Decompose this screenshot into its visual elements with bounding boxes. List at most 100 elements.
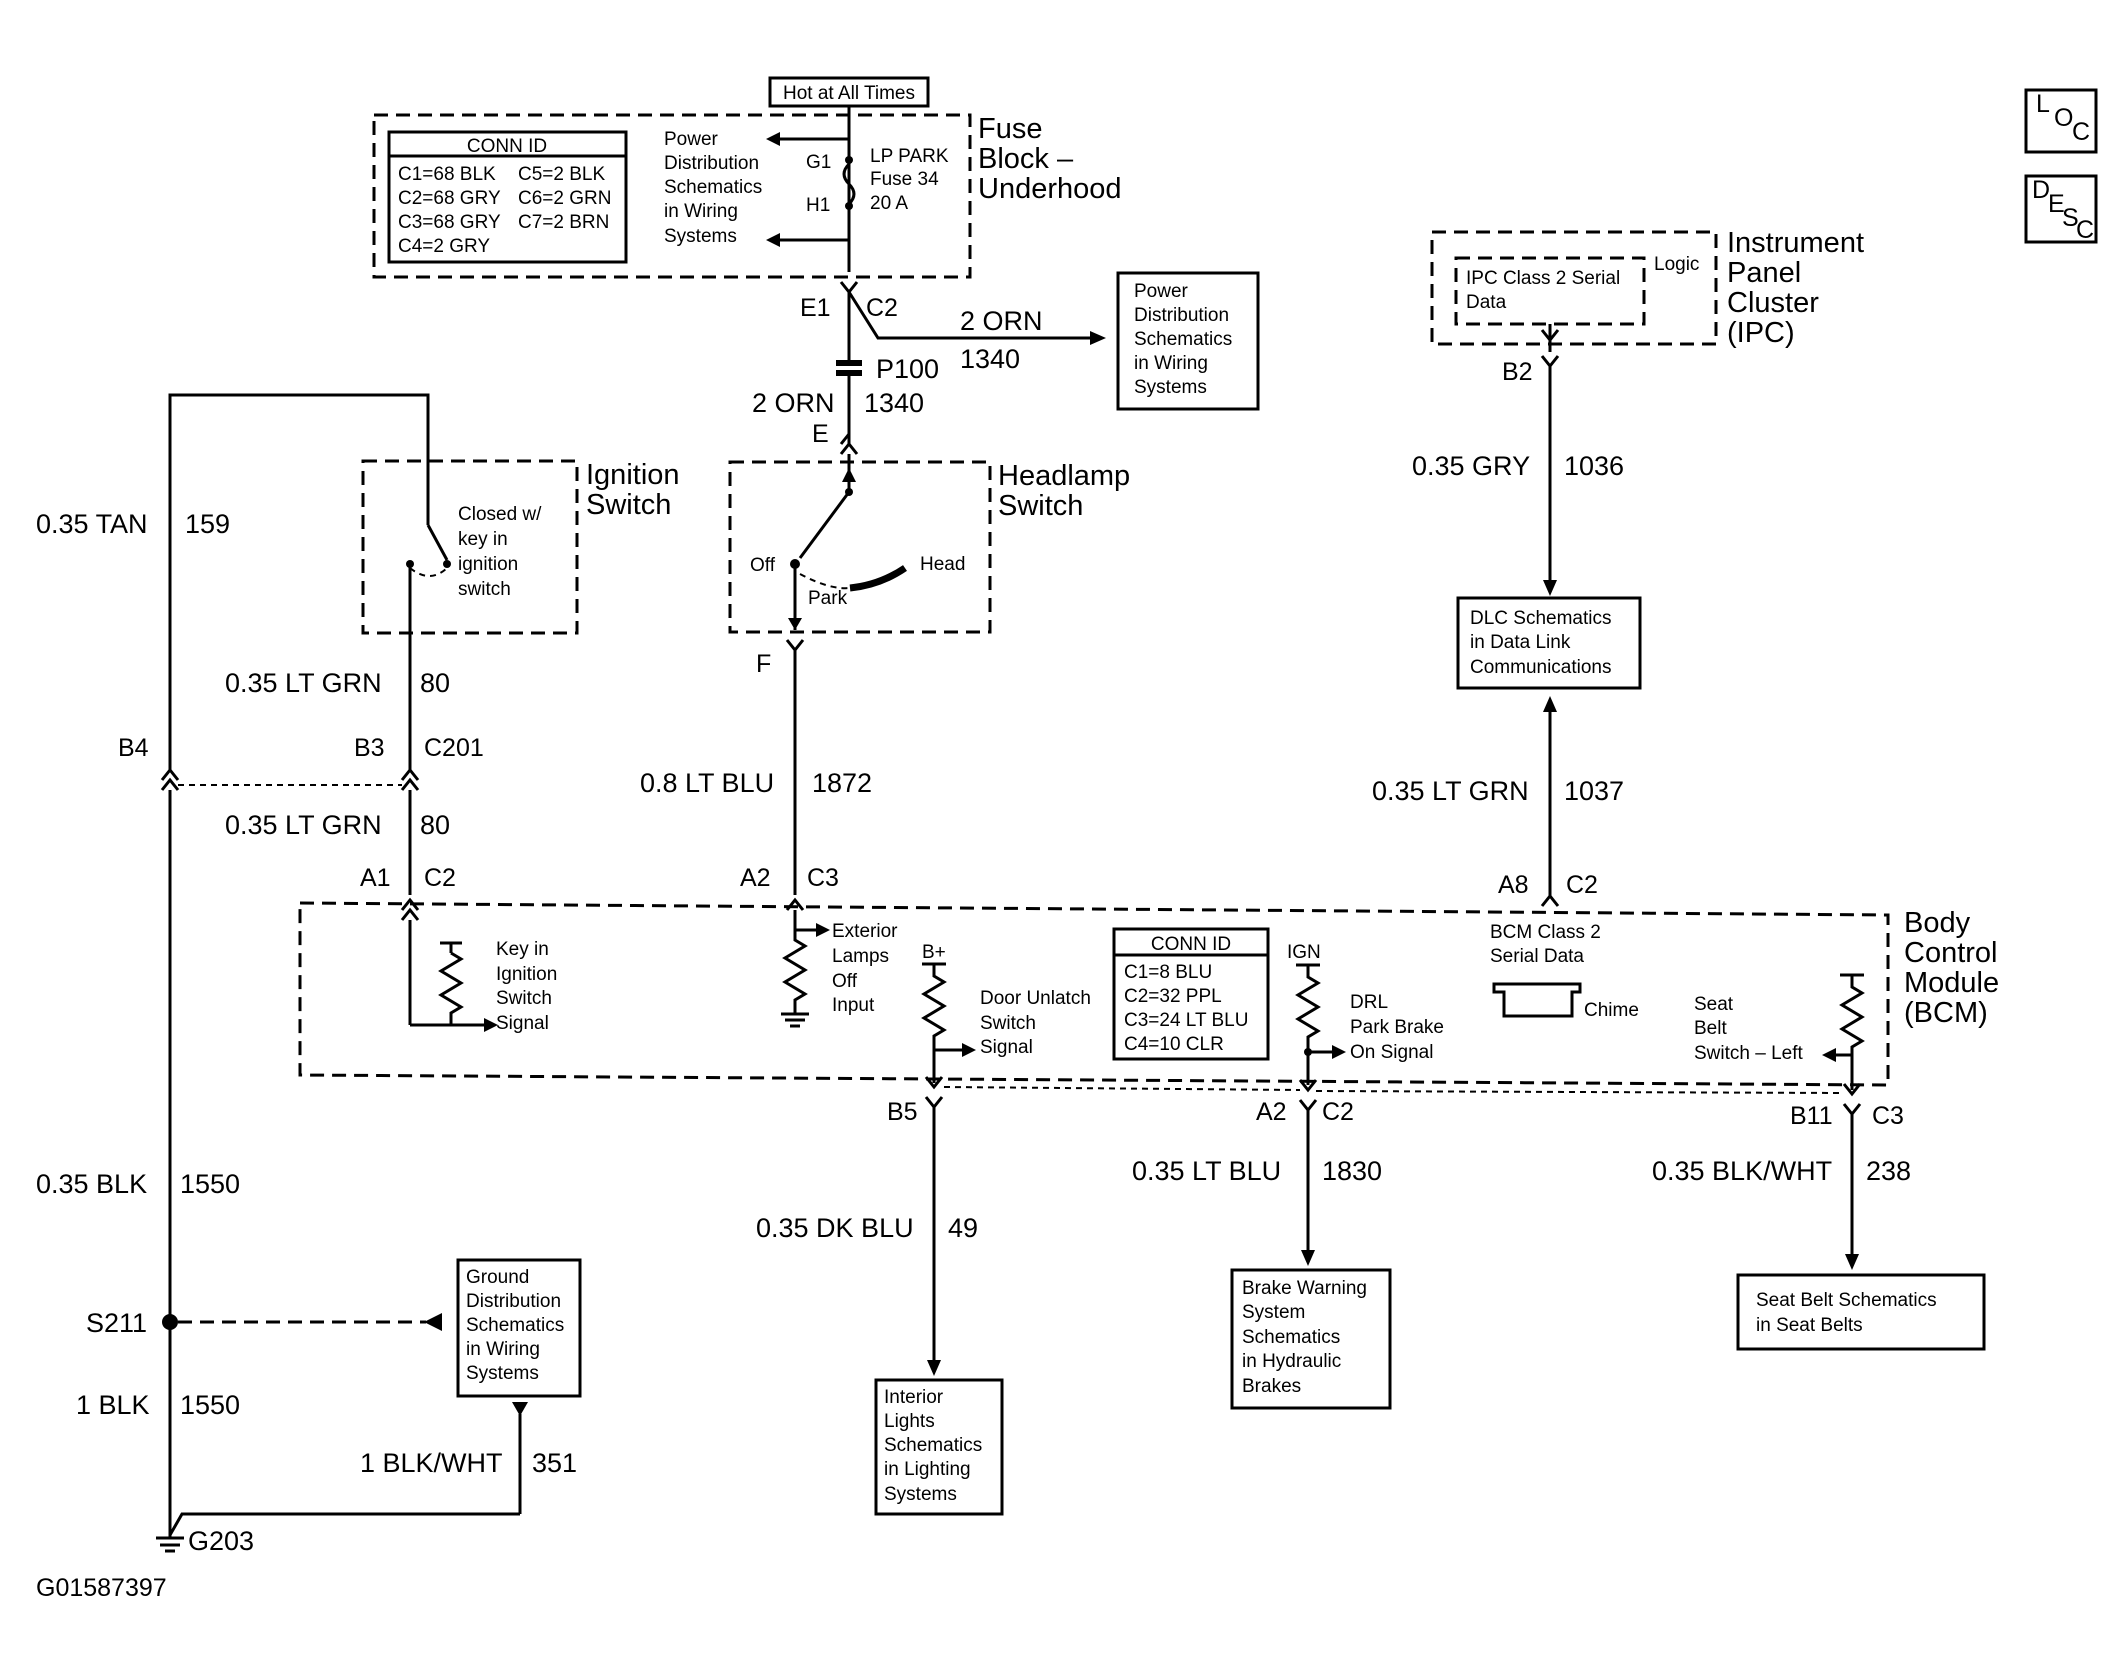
wire-ltblu2: 0.35 LT BLU [1132, 1156, 1281, 1186]
hot-label: Hot at All Times [783, 83, 915, 104]
wire-2orn-right-num: 1340 [960, 344, 1020, 374]
figure-id: G01587397 [36, 1574, 167, 1602]
fuse-conn-id-box [387, 130, 628, 264]
ground-dist-box[interactable] [456, 1258, 582, 1398]
conn-c3: C3 [807, 864, 839, 892]
loc-icon[interactable] [2024, 88, 2098, 154]
conn-a1: A1 [360, 864, 391, 892]
conn-c2-a1: C2 [424, 864, 456, 892]
bcm-door: Door Unlatch Switch Signal [980, 988, 1096, 1058]
wire-blk1: 0.35 BLK [36, 1169, 147, 1199]
conn-b2: B2 [1502, 358, 1533, 386]
bcm-frame [298, 901, 1890, 1087]
wire-2orn-right: 2 ORN [960, 306, 1043, 336]
wire-ltgrn3-num: 1037 [1564, 776, 1624, 806]
interior-lights-box-text: Interior Lights Schematics in Lighting S… [884, 1387, 987, 1505]
fuse-conn-id-title: CONN ID [467, 136, 547, 157]
fuse-block-title: Fuse Block – Underhood [978, 113, 1122, 205]
fuse-terminal-g1: G1 [806, 152, 831, 173]
wire-gry: 0.35 GRY [1412, 451, 1530, 481]
ignition-note: Closed w/ key in ignition switch [458, 504, 547, 600]
ignition-switch-title: Ignition Switch [586, 459, 688, 521]
conn-c2-bot: C2 [1322, 1098, 1354, 1126]
conn-c201: C201 [424, 734, 484, 762]
ipc-logic: Logic [1654, 254, 1699, 275]
wire-2orn-down: 2 ORN [752, 388, 835, 418]
wire-blk2: 1 BLK [76, 1390, 150, 1420]
brake-warning-box-text: Brake Warning System Schematics in Hydra… [1242, 1278, 1372, 1397]
wire-gry-num: 1036 [1564, 451, 1624, 481]
conn-a8: A8 [1498, 871, 1529, 899]
fuse-terminal-h1: H1 [806, 195, 830, 216]
dlc-box[interactable] [1456, 596, 1642, 690]
door-resistor [921, 964, 947, 1058]
wire-blk2-num: 1550 [180, 1390, 240, 1420]
power-dist-box[interactable] [1116, 271, 1260, 411]
desc-icon[interactable] [2024, 174, 2098, 244]
fuse-conn-id-list: C1=68 BLK C5=2 BLK C2=68 GRY C6=2 GRN C3… [398, 164, 617, 257]
ext-lamps-resistor [782, 930, 808, 1014]
ipc-inner-frame [1454, 256, 1646, 326]
interior-lights-box[interactable] [874, 1378, 1004, 1516]
bcm-key-signal: Key in Ignition Switch Signal [496, 939, 563, 1034]
ignition-switch-frame [361, 459, 579, 635]
seat-resistor [1839, 975, 1865, 1061]
bcm-conn-id-list: C1=8 BLU C2=32 PPL C3=24 LT BLU C4=10 CL… [1124, 962, 1254, 1055]
wire-blkwht-num: 351 [532, 1448, 577, 1478]
ground-dist-box-text: Ground Distribution Schematics in Wiring… [466, 1267, 569, 1384]
dlc-box-text: DLC Schematics in Data Link Communicatio… [1470, 608, 1617, 678]
fuse-label: LP PARK Fuse 34 20 A [870, 146, 954, 214]
wire-blkwht2-num: 238 [1866, 1156, 1911, 1186]
conn-c3-bot: C3 [1872, 1102, 1904, 1130]
bcm-conn-id-title: CONN ID [1151, 934, 1231, 955]
wire-ltgrn1-num: 80 [420, 668, 450, 698]
chime-icon [1492, 982, 1582, 1018]
headlamp-park: Park [808, 588, 848, 609]
bcm-ext-lamps: Exterior Lamps Off Input [832, 921, 903, 1016]
wire-ltblu-num: 1872 [812, 768, 872, 798]
drl-resistor [1295, 965, 1321, 1055]
conn-c2-a8: C2 [1566, 871, 1598, 899]
conn-p100: P100 [876, 354, 939, 384]
seat-belt-box[interactable] [1736, 1273, 1986, 1351]
bcm-bplus: B+ [922, 942, 946, 963]
fuse-power-dist-text: Power Distribution Schematics in Wiring … [664, 129, 767, 247]
bcm-drl: DRL Park Brake On Signal [1350, 992, 1449, 1063]
conn-b4: B4 [118, 734, 149, 762]
wire-dkblu: 0.35 DK BLU [756, 1213, 914, 1243]
conn-b11: B11 [1790, 1102, 1833, 1130]
conn-a2-bot: A2 [1256, 1098, 1287, 1126]
key-signal-resistor [438, 951, 464, 1025]
bcm-chime: Chime [1584, 1000, 1639, 1021]
p100-connector [836, 360, 862, 366]
splice-s211 [162, 1314, 178, 1330]
wire-blkwht: 1 BLK/WHT [360, 1448, 503, 1478]
conn-b5: B5 [887, 1098, 918, 1126]
ipc-frame [1430, 230, 1718, 346]
headlamp-switch-title: Headlamp Switch [998, 460, 1138, 522]
bcm-ign: IGN [1287, 942, 1321, 963]
wire-blkwht2: 0.35 BLK/WHT [1652, 1156, 1832, 1186]
conn-g203: G203 [188, 1526, 254, 1556]
fuse-block-frame [372, 113, 972, 279]
power-dist-box-text: Power Distribution Schematics in Wiring … [1134, 281, 1237, 398]
headlamp-switch-frame [728, 460, 992, 634]
headlamp-head: Head [920, 554, 965, 575]
conn-b3: B3 [354, 734, 385, 762]
conn-c2-top: C2 [866, 294, 898, 322]
conn-e: E [812, 420, 829, 448]
wire-ltblu: 0.8 LT BLU [640, 768, 774, 798]
wire-ltgrn2: 0.35 LT GRN [225, 810, 382, 840]
fuse-icon [842, 162, 856, 206]
headlamp-switch-blade [798, 491, 851, 559]
brake-warning-box[interactable] [1230, 1268, 1392, 1410]
bcm-seat: Seat Belt Switch – Left [1694, 994, 1803, 1064]
wire-2orn-down-num: 1340 [864, 388, 924, 418]
bcm-conn-id-box [1112, 927, 1270, 1061]
conn-a2: A2 [740, 864, 771, 892]
wire-tan: 0.35 TAN [36, 509, 148, 539]
wire-ltgrn1: 0.35 LT GRN [225, 668, 382, 698]
ipc-title: Instrument Panel Cluster (IPC) [1727, 227, 1872, 349]
wire-dkblu-num: 49 [948, 1213, 978, 1243]
